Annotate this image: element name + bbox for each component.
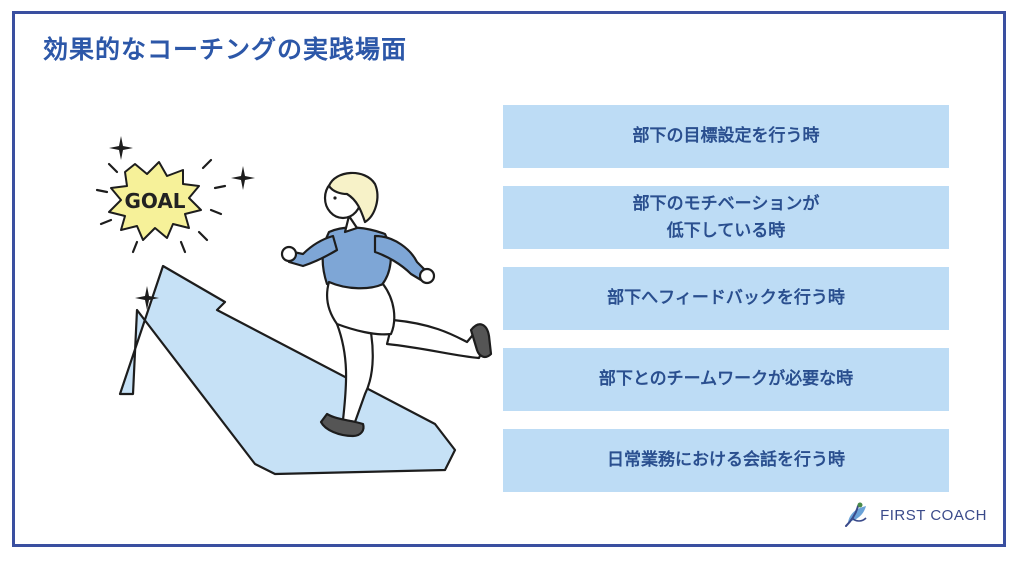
brand-logo: FIRST COACH: [842, 500, 987, 530]
situation-item-teamwork: 部下とのチームワークが必要な時: [503, 348, 949, 411]
situation-label: 部下へフィードバックを行う時: [607, 288, 845, 309]
situation-label-line2: 低下している時: [666, 220, 786, 241]
burst-rays: [95, 158, 227, 254]
sparkle-icons: [109, 136, 255, 310]
situation-label: 部下とのチームワークが必要な時: [598, 369, 854, 390]
situation-item-daily-conversation: 日常業務における会話を行う時: [503, 429, 949, 492]
slide-frame: 効果的なコーチングの実践場面 GOAL: [12, 11, 1006, 547]
page-title: 効果的なコーチングの実践場面: [43, 35, 408, 64]
situation-label: 部下の目標設定を行う時: [632, 126, 820, 147]
situation-label-line1: 部下のモチベーションが: [632, 194, 820, 215]
situation-item-goal-setting: 部下の目標設定を行う時: [503, 105, 949, 168]
arrow-path: [118, 264, 457, 476]
situation-label-multiline: 部下のモチベーションが 低下している時: [633, 191, 820, 244]
brand-name: FIRST COACH: [880, 506, 987, 524]
runner-figure: [280, 171, 493, 438]
sparkle-icon: [231, 166, 255, 190]
situation-item-feedback: 部下へフィードバックを行う時: [503, 267, 949, 330]
runner-illustration: GOAL: [95, 136, 493, 476]
goal-label: GOAL: [124, 189, 185, 213]
leaf-figure-icon: [845, 502, 867, 527]
situation-label: 日常業務における会話を行う時: [607, 450, 845, 471]
situation-item-motivation: 部下のモチベーションが 低下している時: [503, 186, 949, 249]
goal-burst: GOAL: [108, 161, 202, 241]
sparkle-icon: [135, 286, 159, 310]
sparkle-icon: [109, 136, 133, 160]
